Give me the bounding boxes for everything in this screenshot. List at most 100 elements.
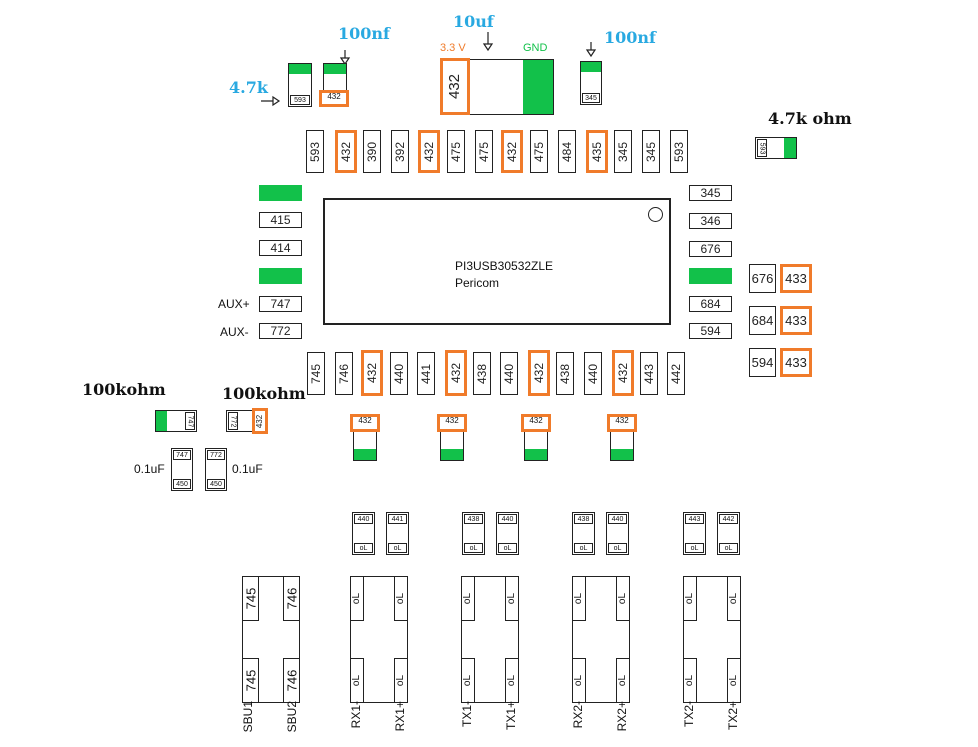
connector-pad-label: oL <box>684 674 696 687</box>
aux-cap-right-top: 772 <box>207 450 225 460</box>
cap-ground-band <box>611 449 633 460</box>
bottom-pad: 443 <box>640 352 658 395</box>
bottom-cap-tag: 432 <box>521 414 551 432</box>
connector-pad: oL <box>616 658 630 703</box>
bottom-pad: 432 <box>612 350 634 396</box>
bottom-cap-tag: 432 <box>437 414 467 432</box>
connector-pad: oL <box>350 658 364 703</box>
pad-label: 432 <box>449 362 463 384</box>
pad-label: 432 <box>532 362 546 384</box>
right-pair-pad-highlight: 433 <box>780 348 812 377</box>
arrow-down-icon <box>585 42 597 58</box>
pad-label: 392 <box>393 141 407 162</box>
cap-ground-band <box>525 449 547 460</box>
connector-signal-label: RX2- <box>571 701 585 729</box>
connector-signal-label: RX2+ <box>615 701 629 732</box>
pad-label: 435 <box>590 141 604 162</box>
coupling-cap-bottom: oL <box>574 543 593 553</box>
connector-pad-label: oL <box>617 592 629 605</box>
right-pair-pad: 594 <box>749 348 776 377</box>
connector-pad-label: oL <box>728 592 740 605</box>
aux-cap-left: 747 450 <box>171 448 193 491</box>
bottom-pad: 442 <box>667 352 685 395</box>
connector-pad-label: 746 <box>284 587 300 610</box>
connector-pad-label: oL <box>462 674 474 687</box>
res-right-label: 4.7k ohm <box>768 109 852 128</box>
res-top-left: 593 <box>288 63 312 107</box>
pad-label: 345 <box>644 141 658 162</box>
pad-label: 345 <box>616 141 630 162</box>
pad-label: 442 <box>669 363 683 384</box>
right-pad: 346 <box>689 213 732 229</box>
connector-signal-label: TX2+ <box>726 701 740 731</box>
top-pad: 435 <box>586 130 608 173</box>
aux-cap-right: 772 450 <box>205 448 227 491</box>
arrow-down-icon <box>339 50 351 66</box>
right-pair-pad-highlight: 433 <box>780 306 812 335</box>
connector-pad-label: oL <box>351 674 363 687</box>
bottom-pad: 440 <box>390 352 408 395</box>
connector-signal-label: RX1- <box>349 701 363 729</box>
pad-label: 475 <box>477 141 491 162</box>
left-pad: 747 <box>259 296 302 312</box>
pad-label: 443 <box>642 363 656 384</box>
arrow-down-icon <box>482 32 494 52</box>
bottom-pad: 745 <box>307 352 325 395</box>
left-pad-ground <box>259 268 302 284</box>
coupling-cap: 440 oL <box>352 512 375 555</box>
connector-pad: oL <box>683 576 697 621</box>
connector-pad: oL <box>394 658 408 703</box>
top-pad: 484 <box>558 130 576 173</box>
ic-part-number: PI3USB30532ZLE <box>455 259 554 273</box>
top-pad: 345 <box>614 130 632 173</box>
connector-pad: oL <box>683 658 697 703</box>
left-pad: 415 <box>259 212 302 228</box>
coupling-cap-top: 440 <box>354 514 373 524</box>
bottom-pad: 432 <box>361 350 383 396</box>
coupling-cap-top: 442 <box>719 514 738 524</box>
top-pad: 432 <box>418 130 440 173</box>
connector-pad-label: 745 <box>243 587 259 610</box>
top-pad: 475 <box>447 130 465 173</box>
connector-pad: oL <box>572 658 586 703</box>
top-pad: 432 <box>501 130 523 173</box>
pad-label: 432 <box>616 362 630 384</box>
connector-pad: oL <box>727 658 741 703</box>
bottom-pad: 438 <box>473 352 491 395</box>
pad-label: 484 <box>560 141 574 162</box>
bottom-cap-tag: 432 <box>607 414 637 432</box>
connector-pad-label: 745 <box>243 669 259 692</box>
ic-package: PI3USB30532ZLE Pericom <box>323 198 671 325</box>
pad-label: 432 <box>422 141 436 162</box>
connector-pad: oL <box>505 576 519 621</box>
res-right-tag: 593 <box>757 139 767 157</box>
right-pad: 345 <box>689 185 732 201</box>
coupling-cap-bottom: oL <box>608 543 627 553</box>
res-top-left-tag: 593 <box>290 95 310 105</box>
aux-cap-left-top: 747 <box>173 450 191 460</box>
aux-res-right-label: 100kohm <box>222 384 306 403</box>
res-left-label: 4.7k <box>229 78 268 97</box>
connector-signal-label: TX1- <box>460 701 474 728</box>
aux-cap-right-label: 0.1uF <box>232 462 263 476</box>
rail-3v3-label: 3.3 V <box>440 42 466 54</box>
coupling-cap-top: 440 <box>498 514 517 524</box>
connector-pad: 745 <box>242 576 259 621</box>
bottom-pad: 441 <box>417 352 435 395</box>
pad-label: 441 <box>419 363 433 384</box>
connector-pad-label: oL <box>395 674 407 687</box>
coupling-cap-top: 438 <box>464 514 483 524</box>
rail-gnd-label: GND <box>523 42 548 54</box>
top-pad: 475 <box>530 130 548 173</box>
connector-signal-label: RX1+ <box>393 701 407 732</box>
pad-label: 440 <box>392 363 406 384</box>
pad-label: 475 <box>532 141 546 162</box>
coupling-cap-bottom: oL <box>354 543 373 553</box>
pad-label: 475 <box>449 141 463 162</box>
connector-pad-label: oL <box>506 674 518 687</box>
coupling-cap-bottom: oL <box>685 543 704 553</box>
